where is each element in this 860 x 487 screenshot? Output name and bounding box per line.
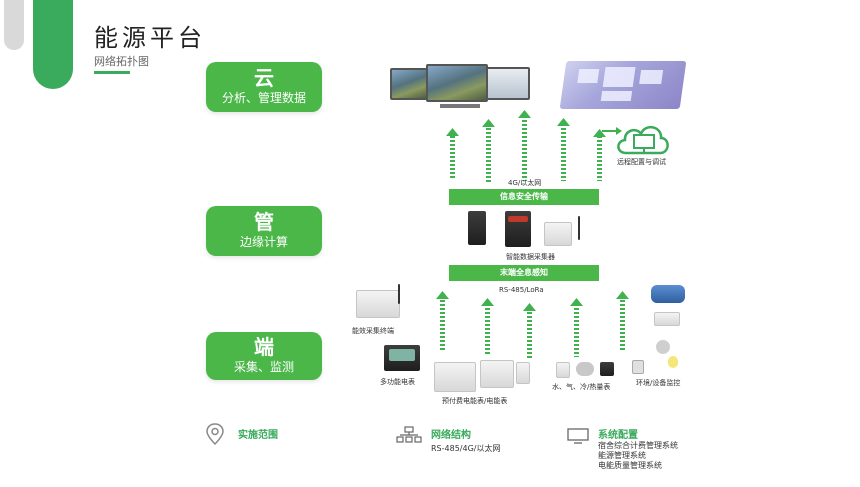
collector-device-a [468,211,486,245]
decorative-tab-grey [4,0,24,50]
network-text: RS-485/4G/以太网 [431,444,501,453]
meter-screen [389,349,415,361]
prepaid-meter-b [480,360,514,388]
cloud-monitor-icon [617,126,669,155]
layer-cloud-name: 云 [254,66,274,90]
remote-config-label: 远程配置与调试 [617,158,666,166]
up-arrow [481,298,494,355]
monitor-cluster [390,64,548,108]
upper-arrows [446,110,622,182]
system-line-3: 电能质量管理系统 [598,461,662,470]
up-arrow [593,129,606,181]
scope-title: 实施范围 [238,430,278,441]
prepaid-meter-label: 预付费电能表/电能表 [442,397,508,405]
system-title: 系统配置 [598,430,638,441]
collector-device-c [544,222,572,246]
decorative-tab-green [33,0,73,89]
layer-pipe-name: 管 [254,210,274,234]
energy-terminal-label: 能效采集终端 [352,327,394,335]
network-4g-label: 4G/以太网 [508,179,542,187]
antenna-icon [398,284,400,304]
layer-cloud-desc: 分析、管理数据 [221,91,306,105]
sensing-bar: 末端全息感知 [449,265,599,281]
network-topology-icon [396,426,422,443]
prepaid-meter-c [516,362,530,384]
water-meter [556,362,570,378]
ac-unit [654,312,680,326]
title-underline [94,71,130,74]
up-arrow [436,291,449,352]
layer-end-box: 端 采集、监测 [206,332,322,380]
up-arrow [557,118,570,181]
monitor-stand [440,104,480,108]
network-title: 网络结构 [431,430,471,441]
gas-meter [576,362,594,376]
up-arrow [523,303,536,358]
up-arrow [570,298,583,357]
up-arrow [518,110,531,181]
layer-pipe-box: 管 边缘计算 [206,206,322,256]
page-subtitle: 网络拓扑图 [94,55,149,68]
layer-cloud-box: 云 分析、管理数据 [206,62,322,112]
lower-arrows [436,291,629,358]
sensor-device [632,360,644,374]
monitor-right [486,67,530,100]
right-arrow [602,127,622,135]
layer-pipe-desc: 边缘计算 [239,235,288,249]
multi-meter-label: 多功能电表 [380,378,415,386]
page-title: 能源平台 [94,24,206,52]
location-pin-icon [206,423,224,446]
rs485-lora-label: RS-485/LoRa [499,286,544,294]
up-arrow [616,291,629,350]
environment-label: 环境/设备监控 [636,379,681,387]
collector-led-strip [508,216,528,222]
layer-end-name: 端 [254,335,274,359]
up-arrow [482,119,495,182]
layer-end-desc: 采集、监测 [233,360,294,374]
prepaid-meter-a [434,362,476,392]
energy-terminal-device [356,290,400,318]
collector-label: 智能数据采集器 [506,253,555,261]
lightbulb-icon [668,356,678,368]
up-arrow [446,128,459,180]
security-transmission-bar: 信息安全传输 [449,189,599,205]
system-line-1: 宿舍综合计费管理系统 [598,441,678,450]
water-gas-label: 水、气、冷/热量表 [552,383,611,391]
camera-device [656,340,670,354]
antenna-icon [578,216,580,240]
pump-device [651,285,685,303]
heat-meter [600,362,614,376]
system-line-2: 能源管理系统 [598,451,646,460]
monitor-icon [567,428,589,444]
